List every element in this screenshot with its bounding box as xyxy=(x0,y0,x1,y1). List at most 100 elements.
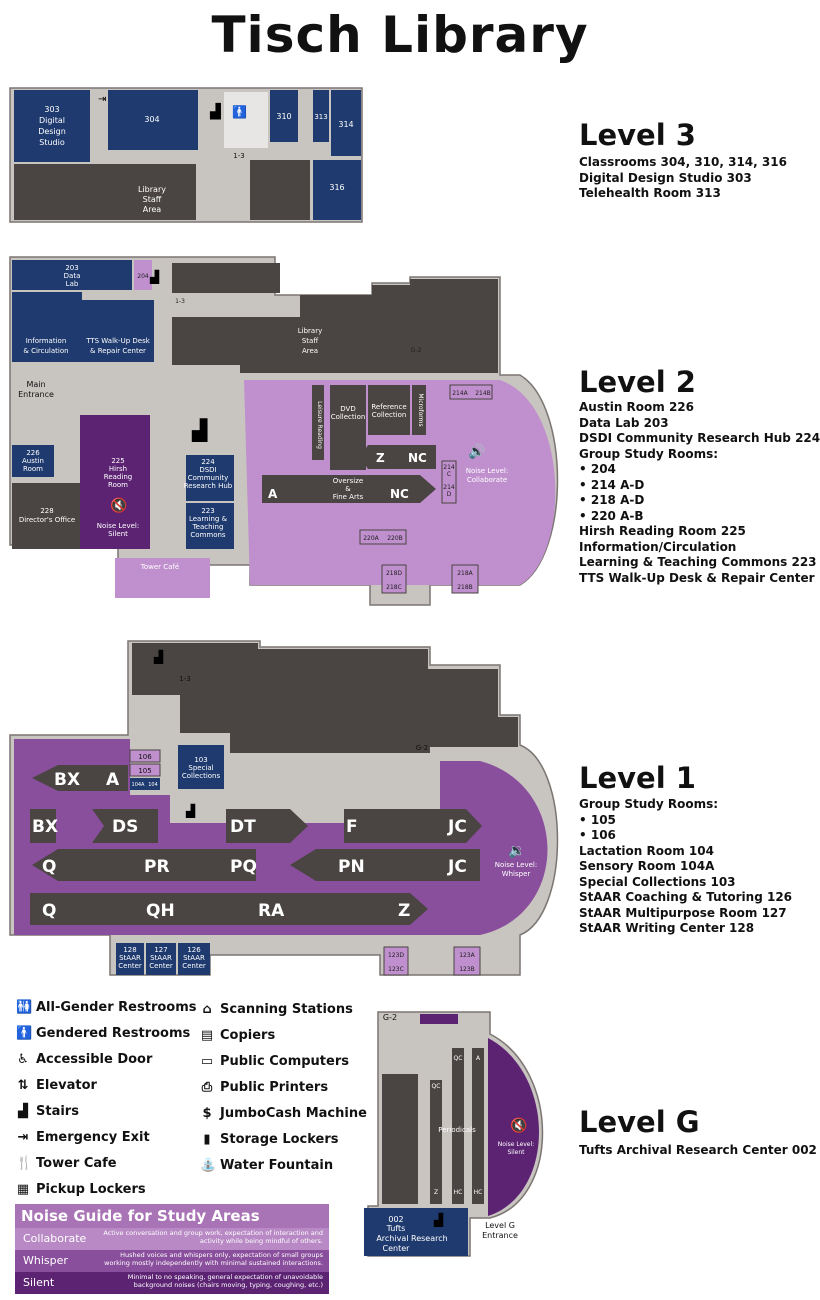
legend-label: Gendered Restrooms xyxy=(36,1026,191,1041)
noise-name: Silent xyxy=(23,1276,55,1289)
noise-desc: Hushed voices and whispers only, expecta… xyxy=(104,1251,323,1267)
level-1-info: Level 1 Group Study Rooms: • 105 • 106 L… xyxy=(579,764,792,937)
label-a-1: A xyxy=(106,770,120,790)
label-128: 128 xyxy=(123,946,136,954)
stairs-icon: ▟ xyxy=(153,649,164,664)
legend-item: 🚻All-Gender Restrooms xyxy=(16,1000,197,1015)
storage-locker-icon: ▮ xyxy=(203,1131,211,1147)
accessible-icon: ♿ xyxy=(17,1051,29,1067)
stack-z-nc xyxy=(360,445,436,469)
noise-row-collaborate: Collaborate Active conversation and grou… xyxy=(15,1228,329,1250)
legend-label: JumboCash Machine xyxy=(220,1106,367,1121)
map-legend: 🚻All-Gender Restrooms 🚹Gendered Restroom… xyxy=(16,1000,367,1200)
label-314: 314 xyxy=(338,120,353,129)
label-pq: PQ xyxy=(230,857,257,877)
level-2-line: Austin Room 226 xyxy=(579,400,695,414)
level-2-map: 203 Data Lab Information & Circulation T… xyxy=(9,256,559,606)
legend-label: Pickup Lockers xyxy=(36,1182,146,1197)
label-104: 104 xyxy=(148,782,158,788)
dark-top xyxy=(172,263,280,293)
label-pr: PR xyxy=(144,857,170,877)
level-3-map: 303 Digital Design Studio 304 310 313 31… xyxy=(9,87,363,223)
room-103 xyxy=(178,745,224,789)
label-218b: 218B xyxy=(457,584,473,591)
room-123cd xyxy=(383,946,409,976)
stack-f-jc xyxy=(344,809,482,843)
label-225b: Hirsh xyxy=(109,465,127,473)
label-214b: 214B xyxy=(475,390,491,397)
label-dvd-2: Collection xyxy=(331,413,366,421)
page-title: Tisch Library xyxy=(211,6,589,64)
stack-a-nc xyxy=(262,475,436,503)
room-226 xyxy=(12,445,54,477)
level-g-line: Tufts Archival Research Center 002 xyxy=(579,1143,817,1157)
label-hc2-g: HC xyxy=(474,1189,483,1196)
label-silent-1: Noise Level: xyxy=(97,522,139,530)
stairs-icon: ▟ xyxy=(192,418,208,442)
level-g-map: QC A QC Z HC HC Noise Level: Silent Peri… xyxy=(364,1011,544,1257)
label-303: 303 xyxy=(44,105,59,114)
label-q: Q xyxy=(42,857,56,877)
label-ref-2: Collection xyxy=(372,411,407,419)
emergency-exit-icon: ⇥ xyxy=(17,1129,29,1145)
legend-label: Public Printers xyxy=(220,1080,329,1095)
label-z-1: Z xyxy=(398,901,410,921)
stack-bx-a xyxy=(32,765,128,791)
level-2-line: • 204 xyxy=(579,462,616,476)
stack-q-z xyxy=(30,893,428,925)
level-2-line: Learning & Teaching Commons 223 xyxy=(579,555,817,569)
label-staff-3: Area xyxy=(143,205,162,214)
legend-label: Storage Lockers xyxy=(220,1132,339,1147)
label-whisper-2: Whisper xyxy=(502,870,531,878)
label-310: 310 xyxy=(276,112,291,121)
label-q2: Q xyxy=(42,901,56,921)
stairs-icon: ▟ xyxy=(209,102,221,120)
scanner-icon: ⌂ xyxy=(202,1001,212,1017)
emergency-exit-icon: ⇥ xyxy=(98,94,106,105)
printer-icon: ⎙ xyxy=(201,1079,213,1095)
legend-label: Accessible Door xyxy=(36,1052,153,1067)
tower-cafe xyxy=(115,558,210,598)
level-2-line: TTS Walk-Up Desk & Repair Center xyxy=(579,570,815,585)
label-223c: Teaching xyxy=(192,523,224,531)
room-223 xyxy=(186,503,234,549)
label-bx: BX xyxy=(54,770,80,790)
room-104 xyxy=(130,778,160,790)
stairs-icon: ▟ xyxy=(149,269,160,284)
room-127 xyxy=(146,943,176,975)
label-tts-2: & Repair Center xyxy=(90,347,146,355)
copier-icon: ▤ xyxy=(200,1027,214,1043)
noise-row-whisper: Whisper Hushed voices and whispers only,… xyxy=(15,1250,329,1272)
label-226c: Room xyxy=(23,465,43,473)
label-127b: StAAR xyxy=(150,954,172,962)
label-226: 226 xyxy=(26,449,40,457)
room-002 xyxy=(364,1208,468,1256)
noise-guide: Noise Guide for Study Areas Collaborate … xyxy=(15,1204,329,1296)
label-127c: Center xyxy=(149,962,173,970)
label-224d: Research Hub xyxy=(184,482,233,490)
label-218c: 218C xyxy=(386,584,402,591)
label-hc-g: HC xyxy=(454,1189,463,1196)
label-123a: 123A xyxy=(459,952,475,959)
label-105: 105 xyxy=(138,767,151,775)
label-218a: 218A xyxy=(457,570,473,577)
label-g2-1: G-2 xyxy=(416,744,428,752)
legend-label: Copiers xyxy=(220,1028,276,1043)
dark-top-1 xyxy=(132,643,518,753)
room-105 xyxy=(129,763,161,777)
label-123b: 123B xyxy=(459,966,475,973)
level-1-line: Sensory Room 104A xyxy=(579,859,715,873)
label-128b: StAAR xyxy=(119,954,141,962)
label-214c: 214 xyxy=(443,464,455,471)
legend-item: ▦Pickup Lockers xyxy=(16,1182,146,1197)
label-pn: PN xyxy=(338,857,365,877)
label-dvd-1: DVD xyxy=(340,405,355,413)
label-collab-2: Collaborate xyxy=(467,476,507,484)
label-002b: Tufts xyxy=(386,1224,406,1233)
dark-block-left xyxy=(14,164,124,220)
gendered-restroom-icon: 🚹 xyxy=(232,105,247,119)
label-oversize-3: Fine Arts xyxy=(333,493,364,501)
label-main-1: Main xyxy=(26,380,45,389)
level-1-line: • 105 xyxy=(579,812,616,827)
label-313: 313 xyxy=(314,113,327,121)
